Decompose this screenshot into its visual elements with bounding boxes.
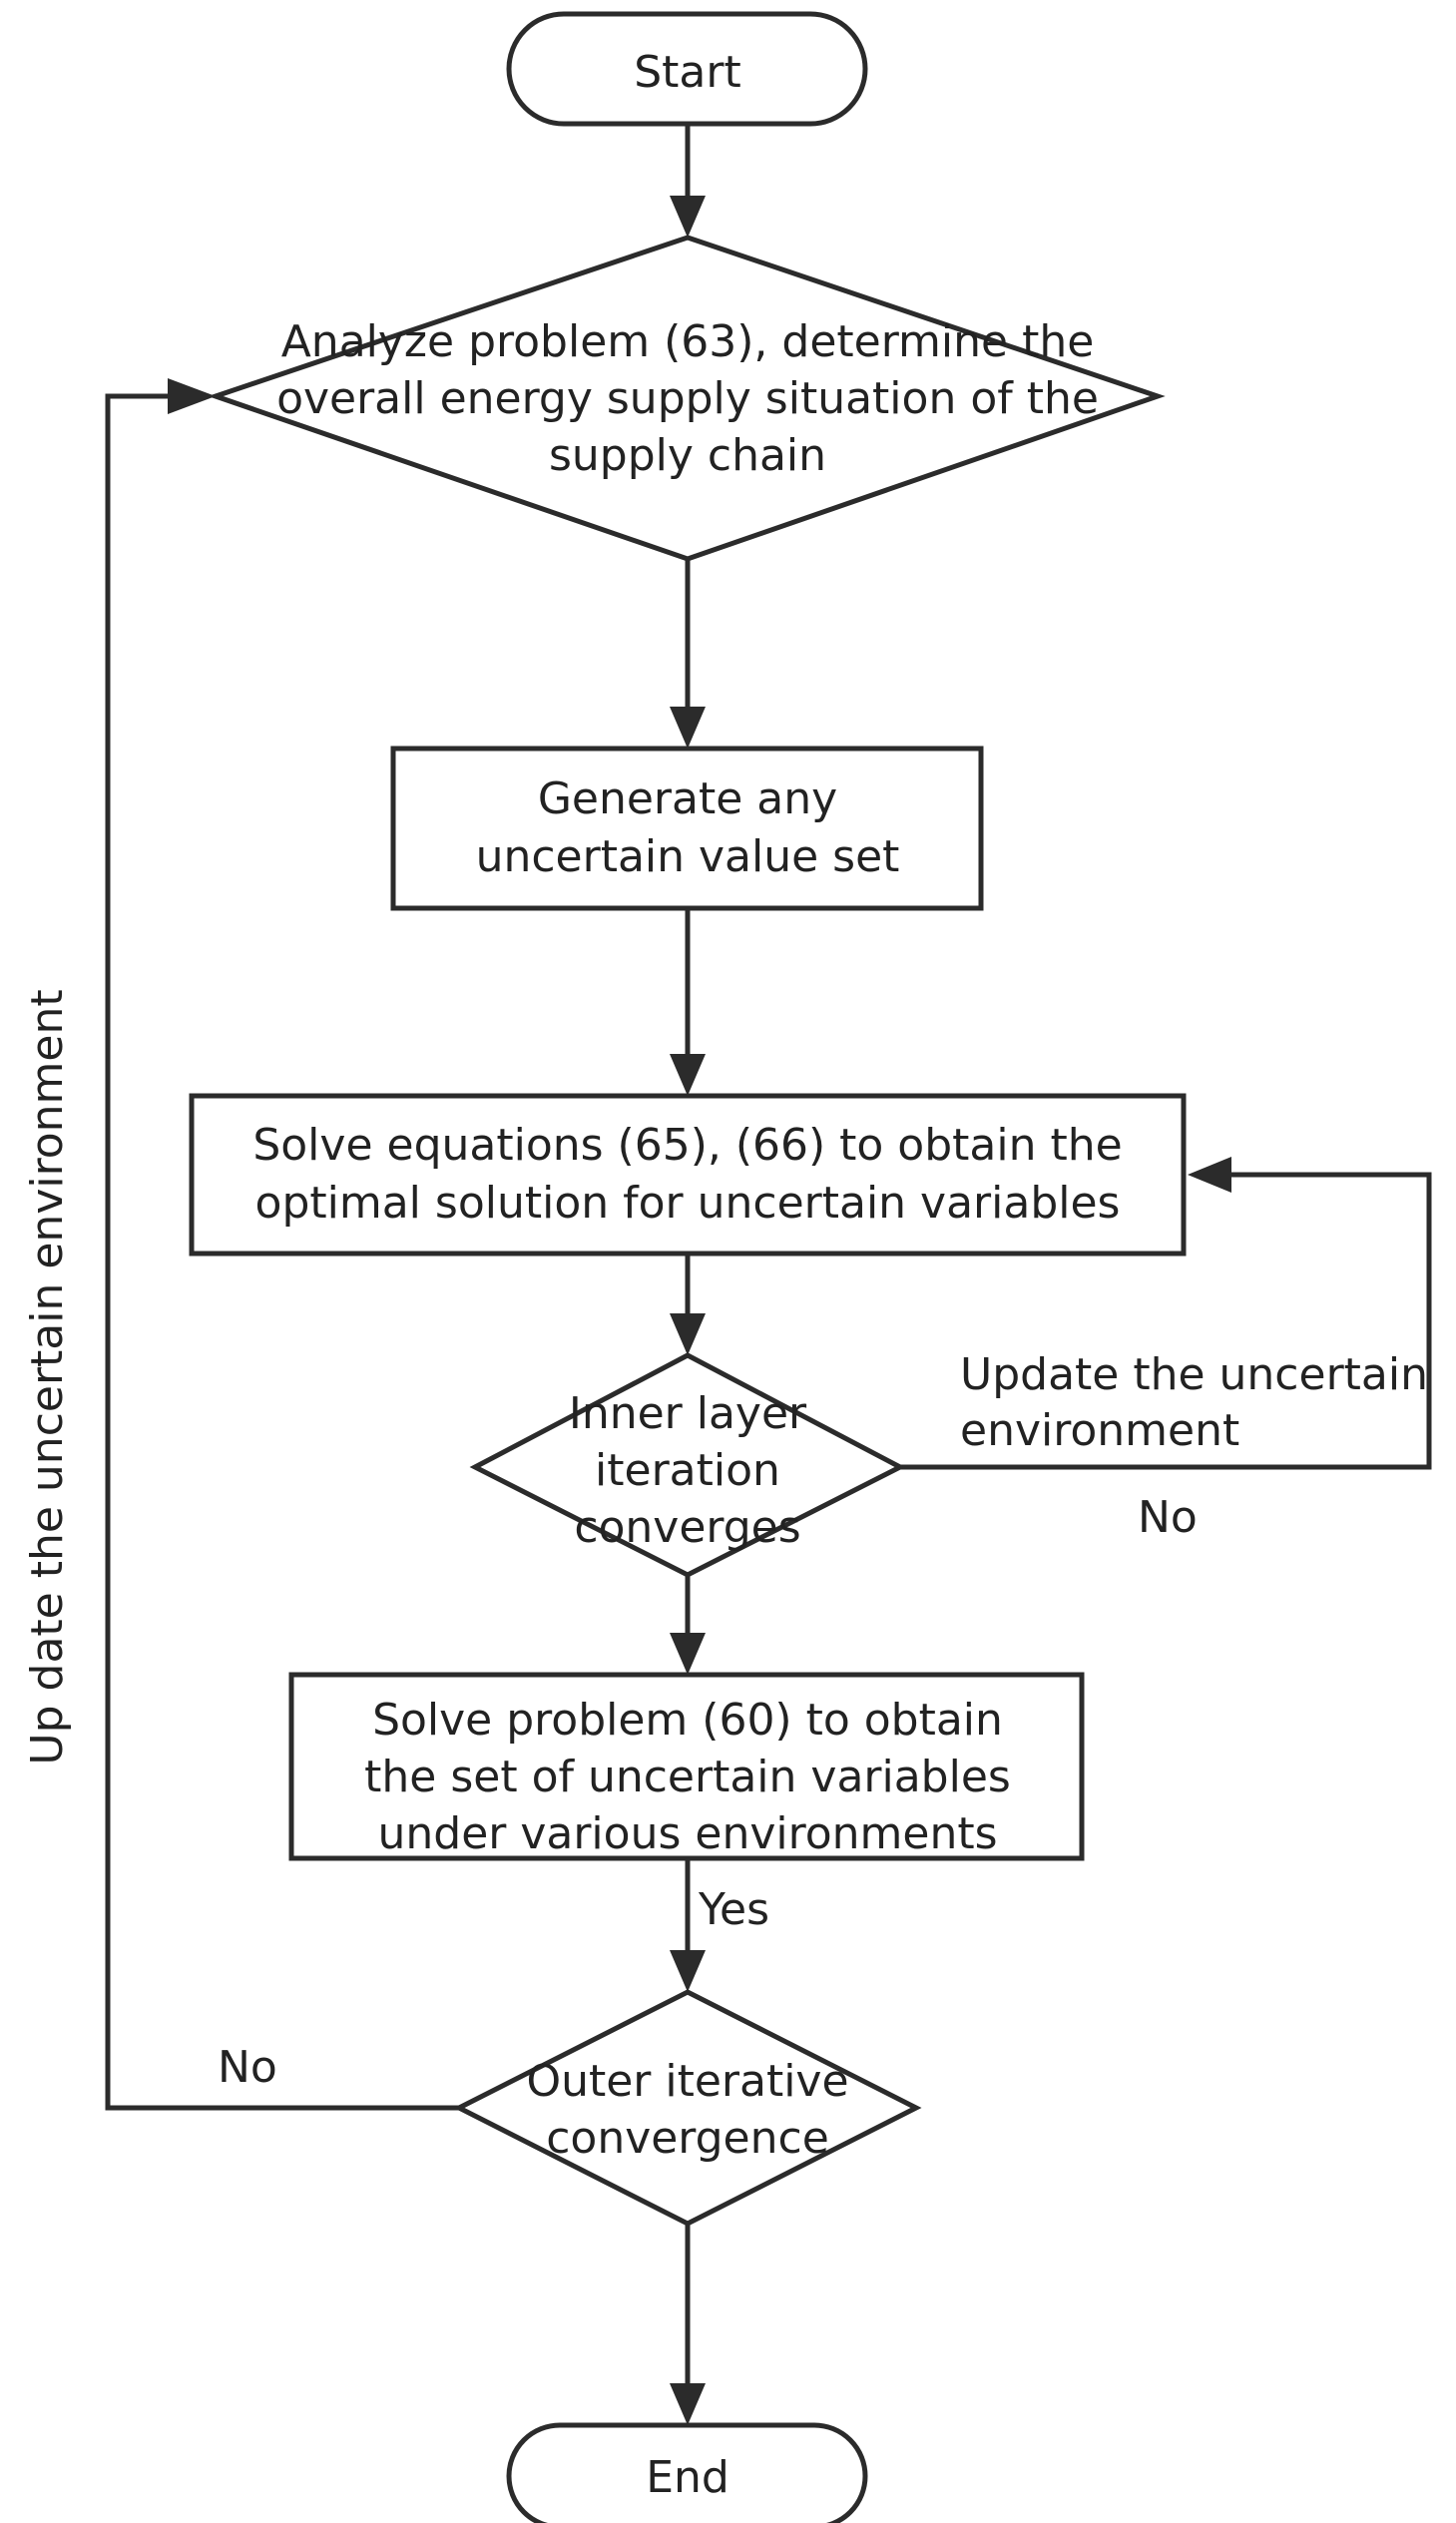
arrowhead-generate [670,707,706,749]
arrowhead-inner-loop [1188,1157,1231,1193]
analyze-decision: Analyze problem (63), determine the over… [208,235,1166,562]
generate-label-line-1: Generate any [538,773,837,824]
solve-problem-label-line-3: under various environments [377,1808,997,1859]
inner-convergence-decision: Inner layer iteration converges [469,1352,906,1578]
solve-problem-label-line-1: Solve problem (60) to obtain [372,1695,1003,1746]
inner-label-line-1: Inner layer [569,1388,807,1439]
generate-process: Generate any uncertain value set [390,746,984,911]
connectors [105,124,1432,2425]
arrowhead-outer-loop [168,378,216,414]
arrowhead-inner [670,1313,706,1355]
solve-equations-label-line-1: Solve equations (65), (66) to obtain the [252,1120,1122,1171]
arrowhead-solve-problem [670,1633,706,1675]
start-node: Start [506,11,868,127]
inner-yes-label: Yes [698,1884,769,1935]
arrowhead-end [670,2383,706,2425]
arrowhead-solve-equations [670,1054,706,1096]
start-label: Start [634,47,741,98]
inner-no-label: No [1138,1492,1198,1543]
solve-equations-process: Solve equations (65), (66) to obtain the… [189,1093,1187,1257]
arrowhead-outer [670,1950,706,1992]
outer-update-label: Up date the uncertain environment [22,989,73,1765]
inner-label-line-3: converges [574,1502,800,1553]
outer-label-line-1: Outer iterative [526,2056,848,2107]
solve-problem-label-line-2: the set of uncertain variables [364,1752,1011,1802]
inner-update-label-line-1: Update the uncertain [960,1349,1428,1400]
generate-label-line-2: uncertain value set [476,831,900,882]
connector-outer-loop [105,393,459,2111]
analyze-label-line-3: supply chain [549,430,826,481]
solve-problem-process: Solve problem (60) to obtain the set of … [288,1672,1085,1861]
outer-convergence-decision: Outer iterative convergence [453,1989,922,2227]
end-node: End [506,2422,868,2523]
arrowhead-analyze [670,196,706,238]
outer-no-label: No [218,2042,277,2093]
analyze-label-line-2: overall energy supply situation of the [276,373,1099,424]
end-label: End [646,2452,729,2503]
inner-label-line-2: iteration [595,1445,780,1496]
outer-label-line-2: convergence [546,2113,829,2164]
inner-update-label-line-2: environment [960,1405,1239,1456]
connector-inner-loop [900,1172,1432,1470]
solve-equations-label-line-2: optimal solution for uncertain variables [255,1178,1121,1229]
analyze-label-line-1: Analyze problem (63), determine the [281,316,1095,367]
